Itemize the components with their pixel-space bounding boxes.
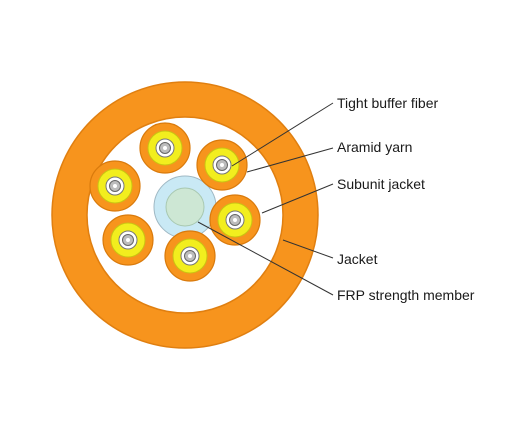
subunit-lower-right (209, 194, 261, 246)
frp-strength-member (165, 187, 205, 227)
fiber-center (113, 184, 117, 188)
subunit-bottom (164, 230, 216, 282)
fiber-center (188, 254, 192, 258)
label-tight-buffer-fiber: Tight buffer fiber (337, 95, 439, 111)
subunit-group (89, 122, 261, 282)
subunit-upper-left (89, 160, 141, 212)
fiber-center (163, 146, 167, 150)
subunit-upper-right (196, 139, 248, 191)
leader-frp-strength-member (197, 221, 334, 296)
subunit-top (139, 122, 191, 174)
fiber-center (220, 163, 224, 167)
leader-subunit-jacket (261, 183, 334, 214)
label-frp-strength-member: FRP strength member (337, 287, 475, 303)
fiber-center (233, 218, 237, 222)
label-subunit-jacket: Subunit jacket (337, 176, 425, 192)
subunit-lower-left (102, 214, 154, 266)
fiber-center (126, 238, 130, 242)
label-jacket: Jacket (337, 251, 378, 267)
leader-jacket (282, 239, 334, 259)
label-aramid-yarn: Aramid yarn (337, 139, 412, 155)
leader-tight-buffer-fiber (231, 102, 334, 167)
leader-aramid-yarn (246, 147, 334, 173)
